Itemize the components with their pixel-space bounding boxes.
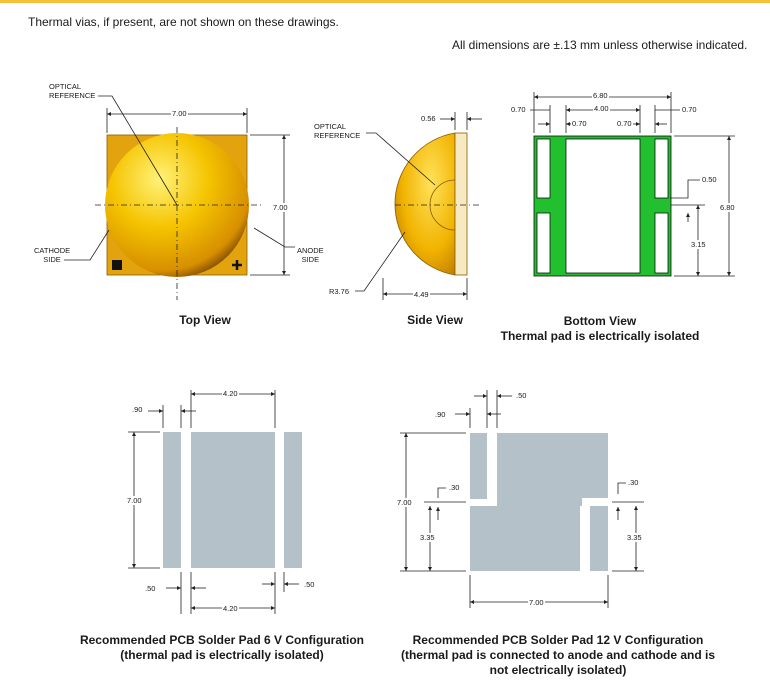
pad-6v-right-pad	[284, 432, 302, 568]
side-view-substrate	[454, 132, 468, 276]
pad6v-height-dim: 7.00	[126, 496, 143, 505]
cathode-mark-icon	[112, 260, 122, 270]
bottom-view-slot-lr	[654, 212, 669, 274]
bottom-view-slot-ll	[536, 212, 551, 274]
pad12v-half-left-dim: 3.35	[419, 533, 436, 542]
pad-12v-diagram	[400, 390, 644, 608]
bottom-view-thermal-window	[565, 138, 641, 274]
bottom-view-slot-ur	[654, 138, 669, 199]
pad-6v-diagram	[128, 390, 302, 614]
bottom-left-inner-dim: 0.70	[571, 119, 588, 128]
top-accent-line	[0, 0, 770, 3]
bottom-left-outer-dim: 0.70	[510, 105, 527, 114]
pad6v-gap-left-dim: .50	[144, 584, 157, 593]
anode-plus-icon	[232, 260, 242, 270]
bottom-half-dim: 3.15	[690, 240, 707, 249]
bottom-height-dim: 6.80	[719, 203, 736, 212]
side-radius-dim: R3.76	[328, 287, 351, 296]
pad12v-width-dim: 7.00	[528, 598, 545, 607]
pad-6v-caption: Recommended PCB Solder Pad 6 V Configura…	[79, 633, 365, 662]
pad12v-height-dim: 7.00	[396, 498, 413, 507]
top-view-caption: Top View	[179, 313, 231, 327]
pad6v-side-width-dim: .90	[131, 405, 144, 414]
thermal-vias-note: Thermal vias, if present, are not shown …	[28, 15, 339, 29]
side-view	[355, 112, 482, 300]
pad6v-gap-right-dim: .50	[303, 580, 316, 589]
side-view-caption: Side View	[407, 313, 463, 327]
pad6v-top-width-dim: 4.20	[222, 389, 239, 398]
bottom-gap-dim: 0.50	[701, 175, 718, 184]
side-thickness-dim: 0.56	[420, 114, 437, 123]
pad12v-gap-dim: .50	[515, 391, 528, 400]
bottom-view	[530, 92, 735, 277]
tolerance-note: All dimensions are ±.13 mm unless otherw…	[452, 38, 748, 52]
bottom-center-dim: 4.00	[593, 104, 610, 113]
pad-6v-left-pad	[163, 432, 181, 568]
pad12v-notch-left-dim: .30	[448, 483, 461, 492]
pad12v-notch-right-dim: .30	[627, 478, 640, 487]
pad-6v-thermal-pad	[191, 432, 275, 568]
side-width-dim: 4.49	[413, 290, 430, 299]
pad-12v-thermal-pad	[470, 433, 608, 571]
top-width-dim: 7.00	[171, 109, 188, 118]
side-view-lens	[394, 132, 456, 276]
top-view	[64, 95, 295, 300]
pad6v-bottom-width-dim: 4.20	[222, 604, 239, 613]
bottom-view-slot-ul	[536, 138, 551, 199]
bottom-right-inner-dim: 0.70	[616, 119, 633, 128]
pad12v-side-width-dim: .90	[434, 410, 447, 419]
pad12v-half-right-dim: 3.35	[626, 533, 643, 542]
pad-12v-caption: Recommended PCB Solder Pad 12 V Configur…	[400, 633, 716, 677]
pad-12v-right-lower-pad	[590, 506, 608, 571]
top-height-dim: 7.00	[272, 203, 289, 212]
pad-12v-left-upper-pad	[470, 433, 487, 499]
bottom-right-outer-dim: 0.70	[681, 105, 698, 114]
bottom-total-width-dim: 6.80	[592, 91, 609, 100]
